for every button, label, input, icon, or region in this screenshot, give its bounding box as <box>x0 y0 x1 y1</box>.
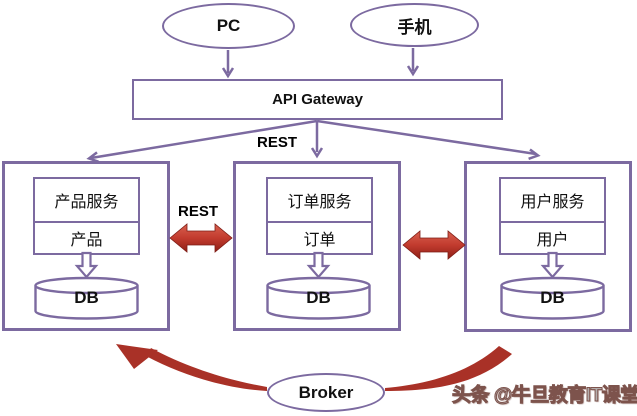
client-node-mobile: 手机 <box>350 3 479 47</box>
mobile-to-gateway-arrow <box>406 48 420 77</box>
rest-label-services: REST <box>178 203 219 220</box>
gateway-to-order-arrow <box>310 121 324 159</box>
product-db-cylinder: DB <box>33 276 140 322</box>
client-mobile-label: 手机 <box>397 17 432 37</box>
client-pc-label: PC <box>216 16 241 35</box>
product-order-rest-arrow <box>169 223 233 253</box>
api-gateway-label: API Gateway <box>272 91 363 108</box>
broker-node: Broker <box>267 373 385 412</box>
rest-label-gateway: REST <box>257 134 298 151</box>
user-service-box: 用户服务 用户 <box>499 177 606 255</box>
order-service-box: 订单服务 订单 <box>266 177 373 255</box>
order-db-cylinder: DB <box>265 276 372 322</box>
user-service-name: 用户服务 <box>501 179 604 223</box>
broker-to-product-curve-arrow <box>116 344 267 391</box>
user-db-cylinder: DB <box>499 276 606 322</box>
order-db-label: DB <box>306 288 331 307</box>
gateway-to-user-arrow <box>316 119 541 160</box>
product-entity-label: 产品 <box>70 232 103 249</box>
order-user-rest-arrow <box>402 230 466 260</box>
watermark-text: 头条 @牛旦教育IT课堂 <box>452 385 637 407</box>
user-entity-label: 用户 <box>536 232 569 249</box>
product-service-box: 产品服务 产品 <box>33 177 140 255</box>
client-node-pc: PC <box>162 3 295 49</box>
order-service-name: 订单服务 <box>268 179 371 223</box>
order-entity-label: 订单 <box>303 232 336 249</box>
pc-to-gateway-arrow <box>221 50 235 79</box>
db-cylinder-icon <box>500 276 605 320</box>
api-gateway-node: API Gateway <box>132 79 503 120</box>
user-db-label: DB <box>540 288 565 307</box>
broker-label: Broker <box>298 382 354 402</box>
product-db-label: DB <box>74 288 99 307</box>
product-service-name: 产品服务 <box>35 179 138 223</box>
db-cylinder-icon <box>266 276 371 320</box>
